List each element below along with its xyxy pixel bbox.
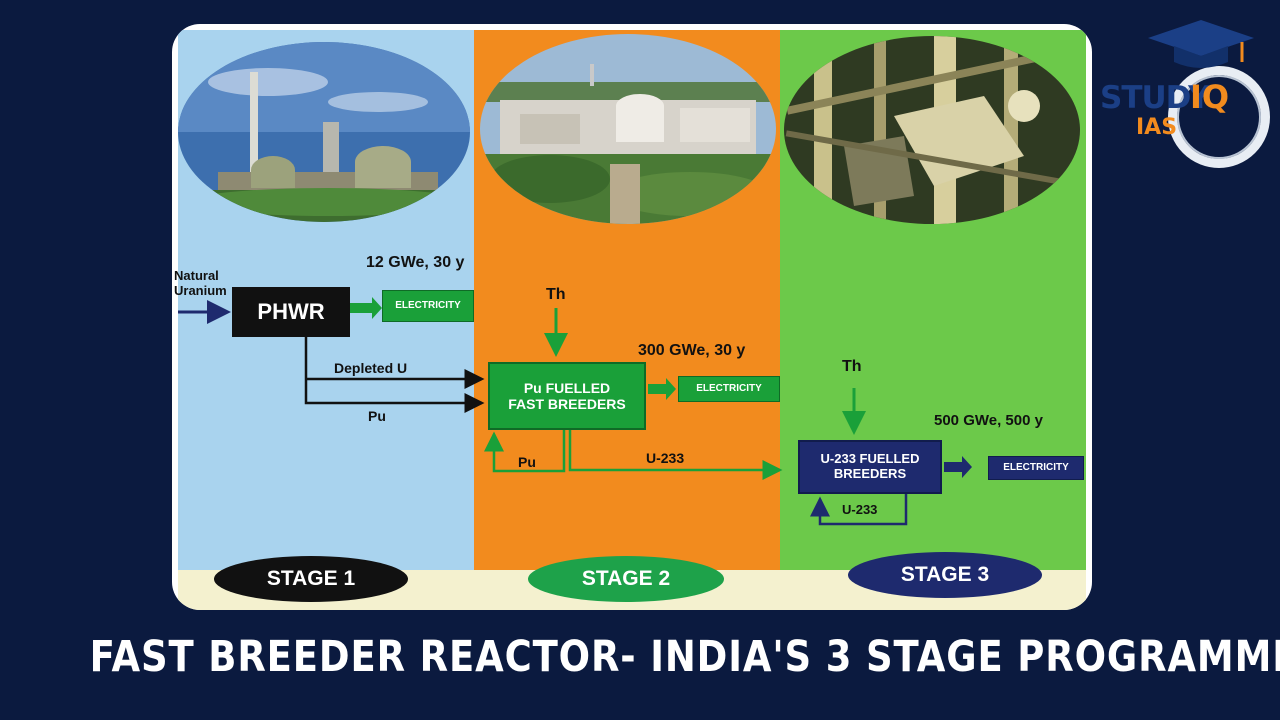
- stage1-pu-label: Pu: [368, 408, 386, 424]
- logo-iq-text: IQ: [1190, 78, 1229, 116]
- page-title: FAST BREEDER REACTOR- INDIA'S 3 STAGE PR…: [90, 632, 1191, 682]
- stage3-capacity-label: 500 GWe, 500 y: [934, 412, 1043, 429]
- phwr-box: PHWR: [232, 287, 350, 337]
- stage2-u233-label: U-233: [646, 450, 684, 466]
- stage1-electricity-box: ELECTRICITY: [382, 290, 474, 322]
- natural-uranium-label: Natural Uranium: [174, 268, 227, 298]
- stage2-capacity-label: 300 GWe, 30 y: [638, 342, 745, 360]
- stage2-electricity-box: ELECTRICITY: [678, 376, 780, 402]
- stage3-u233-recycle-label: U-233: [842, 502, 877, 517]
- pu-fast-breeders-box: Pu FUELLED FAST BREEDERS: [488, 362, 646, 430]
- depleted-u-label: Depleted U: [334, 360, 407, 376]
- stage3-electricity-box: ELECTRICITY: [988, 456, 1084, 480]
- diagram-card: Natural Uranium PHWR 12 GWe, 30 y ELECTR…: [172, 24, 1092, 610]
- logo-ias-text: IAS: [1136, 115, 1177, 140]
- stage3-th-label: Th: [842, 358, 862, 376]
- graduation-cap-icon: [1146, 18, 1256, 74]
- studyiq-logo: STUDY IQ IAS: [1098, 18, 1273, 168]
- stage2-th-label: Th: [546, 286, 566, 304]
- stage3-oval: STAGE 3: [848, 552, 1042, 598]
- u233-breeders-box: U-233 FUELLED BREEDERS: [798, 440, 942, 494]
- stage2-oval: STAGE 2: [528, 556, 724, 602]
- stage2-pu-recycle-label: Pu: [518, 454, 536, 470]
- stage1-oval: STAGE 1: [214, 556, 408, 602]
- stage1-capacity-label: 12 GWe, 30 y: [366, 254, 464, 272]
